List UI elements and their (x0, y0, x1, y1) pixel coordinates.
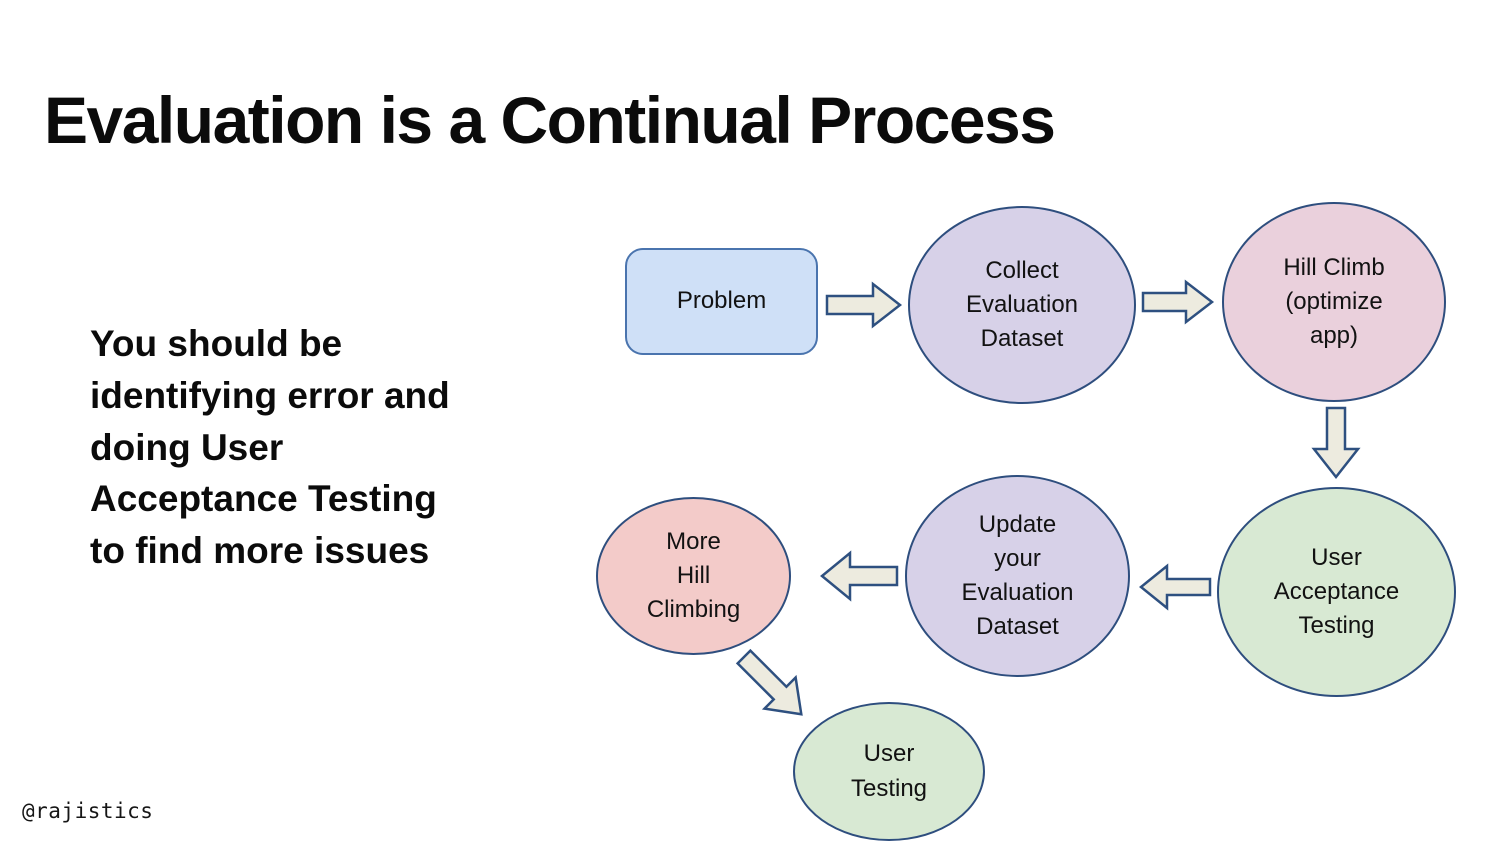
arrow-left-update-to-morehill-icon (820, 550, 899, 602)
arrow-left-uat-to-update-icon (1139, 563, 1212, 611)
node-collect-evaluation-dataset: Collect Evaluation Dataset (908, 206, 1136, 404)
node-user-testing: User Testing (793, 702, 985, 841)
watermark: @rajistics (22, 799, 154, 823)
node-update-evaluation-dataset: Update your Evaluation Dataset (905, 475, 1130, 677)
arrow-right-collect-to-hillclimb-icon (1141, 279, 1215, 325)
arrow-right-problem-to-collect-icon (825, 281, 903, 329)
slide-body-text: You should be identifying error and doin… (90, 323, 450, 572)
node-problem: Problem (625, 248, 818, 355)
node-user-acceptance-testing: User Acceptance Testing (1217, 487, 1456, 697)
arrow-diagonal-morehill-to-usertesting-icon (735, 648, 803, 716)
node-hill-climb: Hill Climb (optimize app) (1222, 202, 1446, 402)
arrow-down-hillclimb-to-uat-icon (1311, 406, 1361, 480)
node-more-hill-climbing: More Hill Climbing (596, 497, 791, 655)
page-title: Evaluation is a Continual Process (44, 83, 1056, 157)
